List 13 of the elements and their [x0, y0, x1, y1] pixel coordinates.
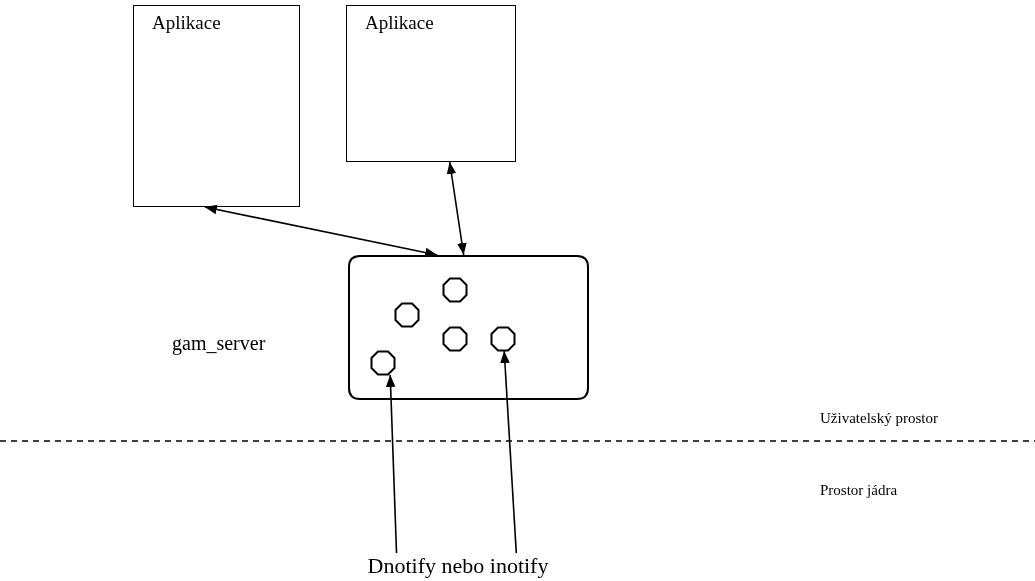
arrow: [446, 161, 467, 256]
box-label: Aplikace: [152, 12, 222, 34]
application-box: [346, 5, 516, 162]
rounded-box: [348, 255, 589, 400]
application-box: [133, 5, 300, 207]
source-label: Dnotify nebo inotify: [367, 553, 549, 578]
arrow: [385, 374, 398, 554]
region-label: Prostor jádra: [820, 482, 898, 499]
region-label: Uživatelský prostor: [820, 410, 938, 427]
arrow: [204, 204, 438, 258]
server-label: gam_server: [172, 332, 266, 355]
arrow: [500, 350, 518, 554]
box-label: Aplikace: [365, 12, 435, 34]
